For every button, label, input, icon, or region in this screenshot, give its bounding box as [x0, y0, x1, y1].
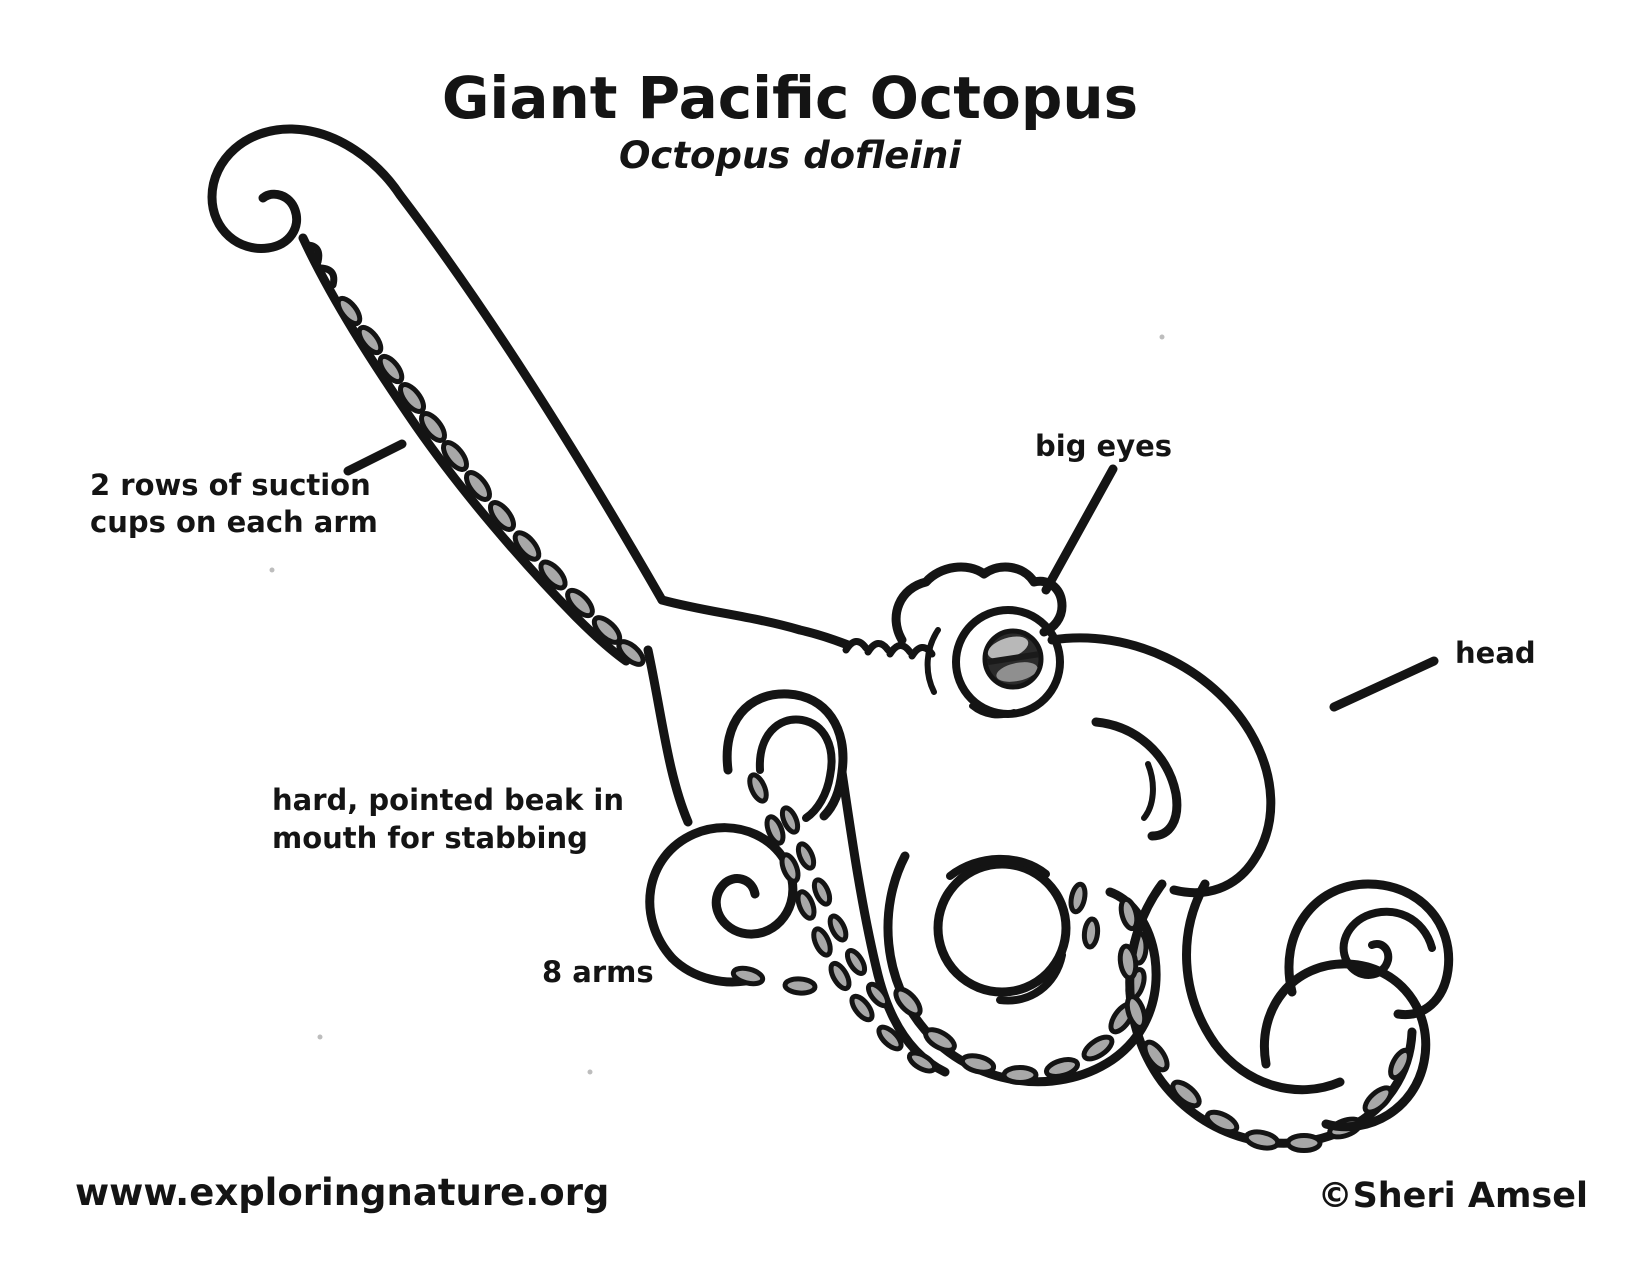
scan-specks — [269, 334, 1165, 1075]
leader-line-big-eyes — [1041, 464, 1118, 595]
label-head: head — [1455, 636, 1536, 670]
octopus-illustration — [207, 124, 1454, 1153]
left-curl-arm — [645, 823, 818, 996]
label-big-eyes: big eyes — [1035, 429, 1172, 463]
body-outline — [643, 595, 936, 827]
long-arm — [207, 124, 667, 666]
page-title: Giant Pacific Octopus — [442, 64, 1138, 132]
eye — [924, 606, 1064, 719]
footer-website: www.exploringnature.org — [75, 1171, 609, 1214]
label-beak-line2: mouth for stabbing — [272, 821, 588, 855]
label-suction-cups-line2: cups on each arm — [90, 505, 378, 539]
leader-line-suction-cups — [343, 439, 407, 476]
page-subtitle: Octopus dofleini — [619, 134, 962, 177]
right-arm-suckers — [1117, 943, 1412, 1153]
hanging-arm — [722, 689, 950, 1077]
footer-credit: ©Sheri Amsel — [1318, 1176, 1588, 1216]
long-arm-suckers — [335, 295, 646, 667]
leader-line-head — [1329, 656, 1439, 712]
right-curl-arm — [1260, 879, 1454, 1132]
label-beak-line1: hard, pointed beak in — [272, 783, 624, 817]
head-bump — [891, 562, 1067, 645]
right-arm — [1117, 879, 1417, 1153]
center-arm-suckers — [893, 881, 1149, 1085]
label-8-arms: 8 arms — [542, 955, 654, 989]
center-curl-arm — [883, 851, 1161, 1087]
head-mantle — [1047, 633, 1276, 898]
label-suction-cups-line1: 2 rows of suction — [90, 468, 371, 502]
hanging-arm-suckers — [747, 772, 938, 1074]
